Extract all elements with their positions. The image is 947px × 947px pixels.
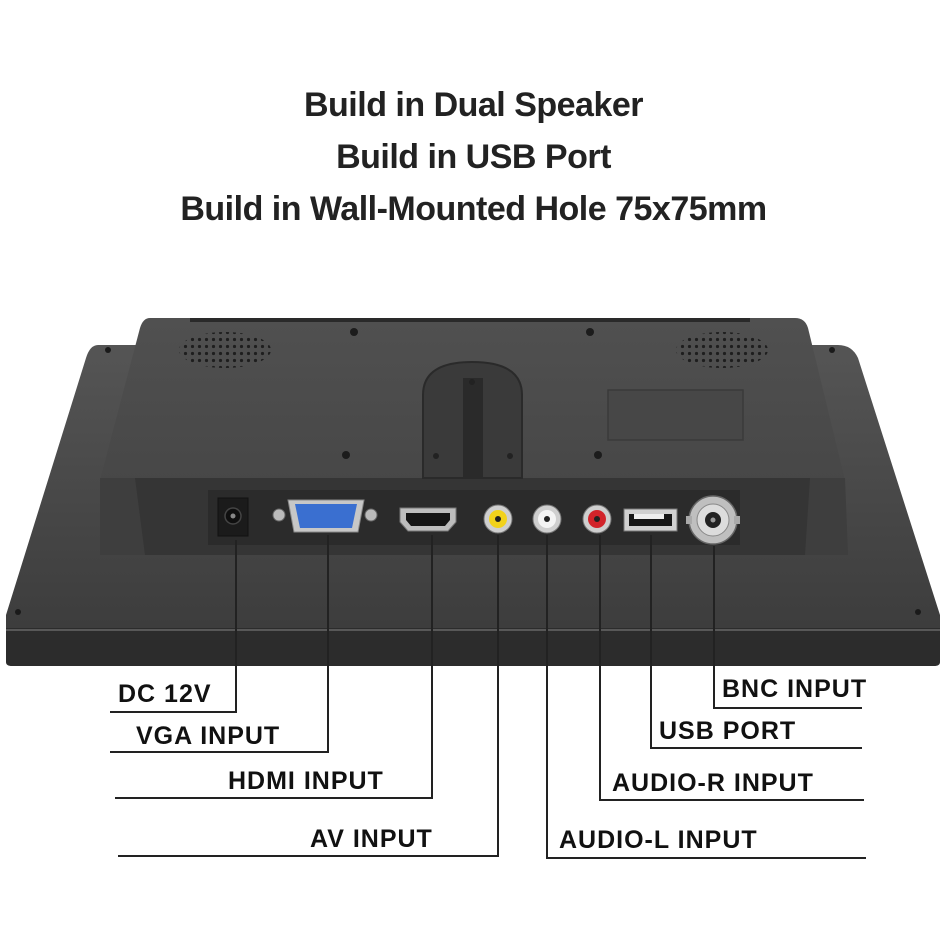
label-av-input: AV INPUT: [310, 825, 433, 853]
bnc-connector: [686, 495, 740, 545]
label-vga-input: VGA INPUT: [136, 722, 280, 750]
rca-av-yellow: [483, 504, 513, 534]
headline-usb-port: Build in USB Port: [336, 138, 611, 176]
label-area: [607, 389, 744, 441]
vga-port: [272, 499, 378, 533]
leader-lines: [110, 535, 866, 859]
label-audio-l-input: AUDIO-L INPUT: [559, 826, 758, 854]
headline-dual-speaker: Build in Dual Speaker: [303, 86, 644, 124]
hdmi-port: [399, 507, 457, 532]
label-hdmi-input: HDMI INPUT: [228, 767, 384, 795]
headline-wall-mount: Build in Wall-Mounted Hole 75x75mm: [180, 190, 767, 228]
label-usb-port: USB PORT: [659, 717, 796, 745]
right-speaker-grill: [676, 332, 768, 368]
left-speaker-grill: [179, 332, 271, 368]
rca-audio-r-red: [582, 504, 612, 534]
screw-holes: [342, 328, 602, 459]
label-audio-r-input: AUDIO-R INPUT: [612, 769, 814, 797]
usb-port: [623, 508, 678, 532]
label-dc-12v: DC 12V: [118, 680, 212, 708]
label-bnc-input: BNC INPUT: [722, 675, 867, 703]
stand-mount-plate: [422, 360, 523, 479]
dc-jack: [217, 497, 249, 537]
rca-audio-l-white: [532, 504, 562, 534]
